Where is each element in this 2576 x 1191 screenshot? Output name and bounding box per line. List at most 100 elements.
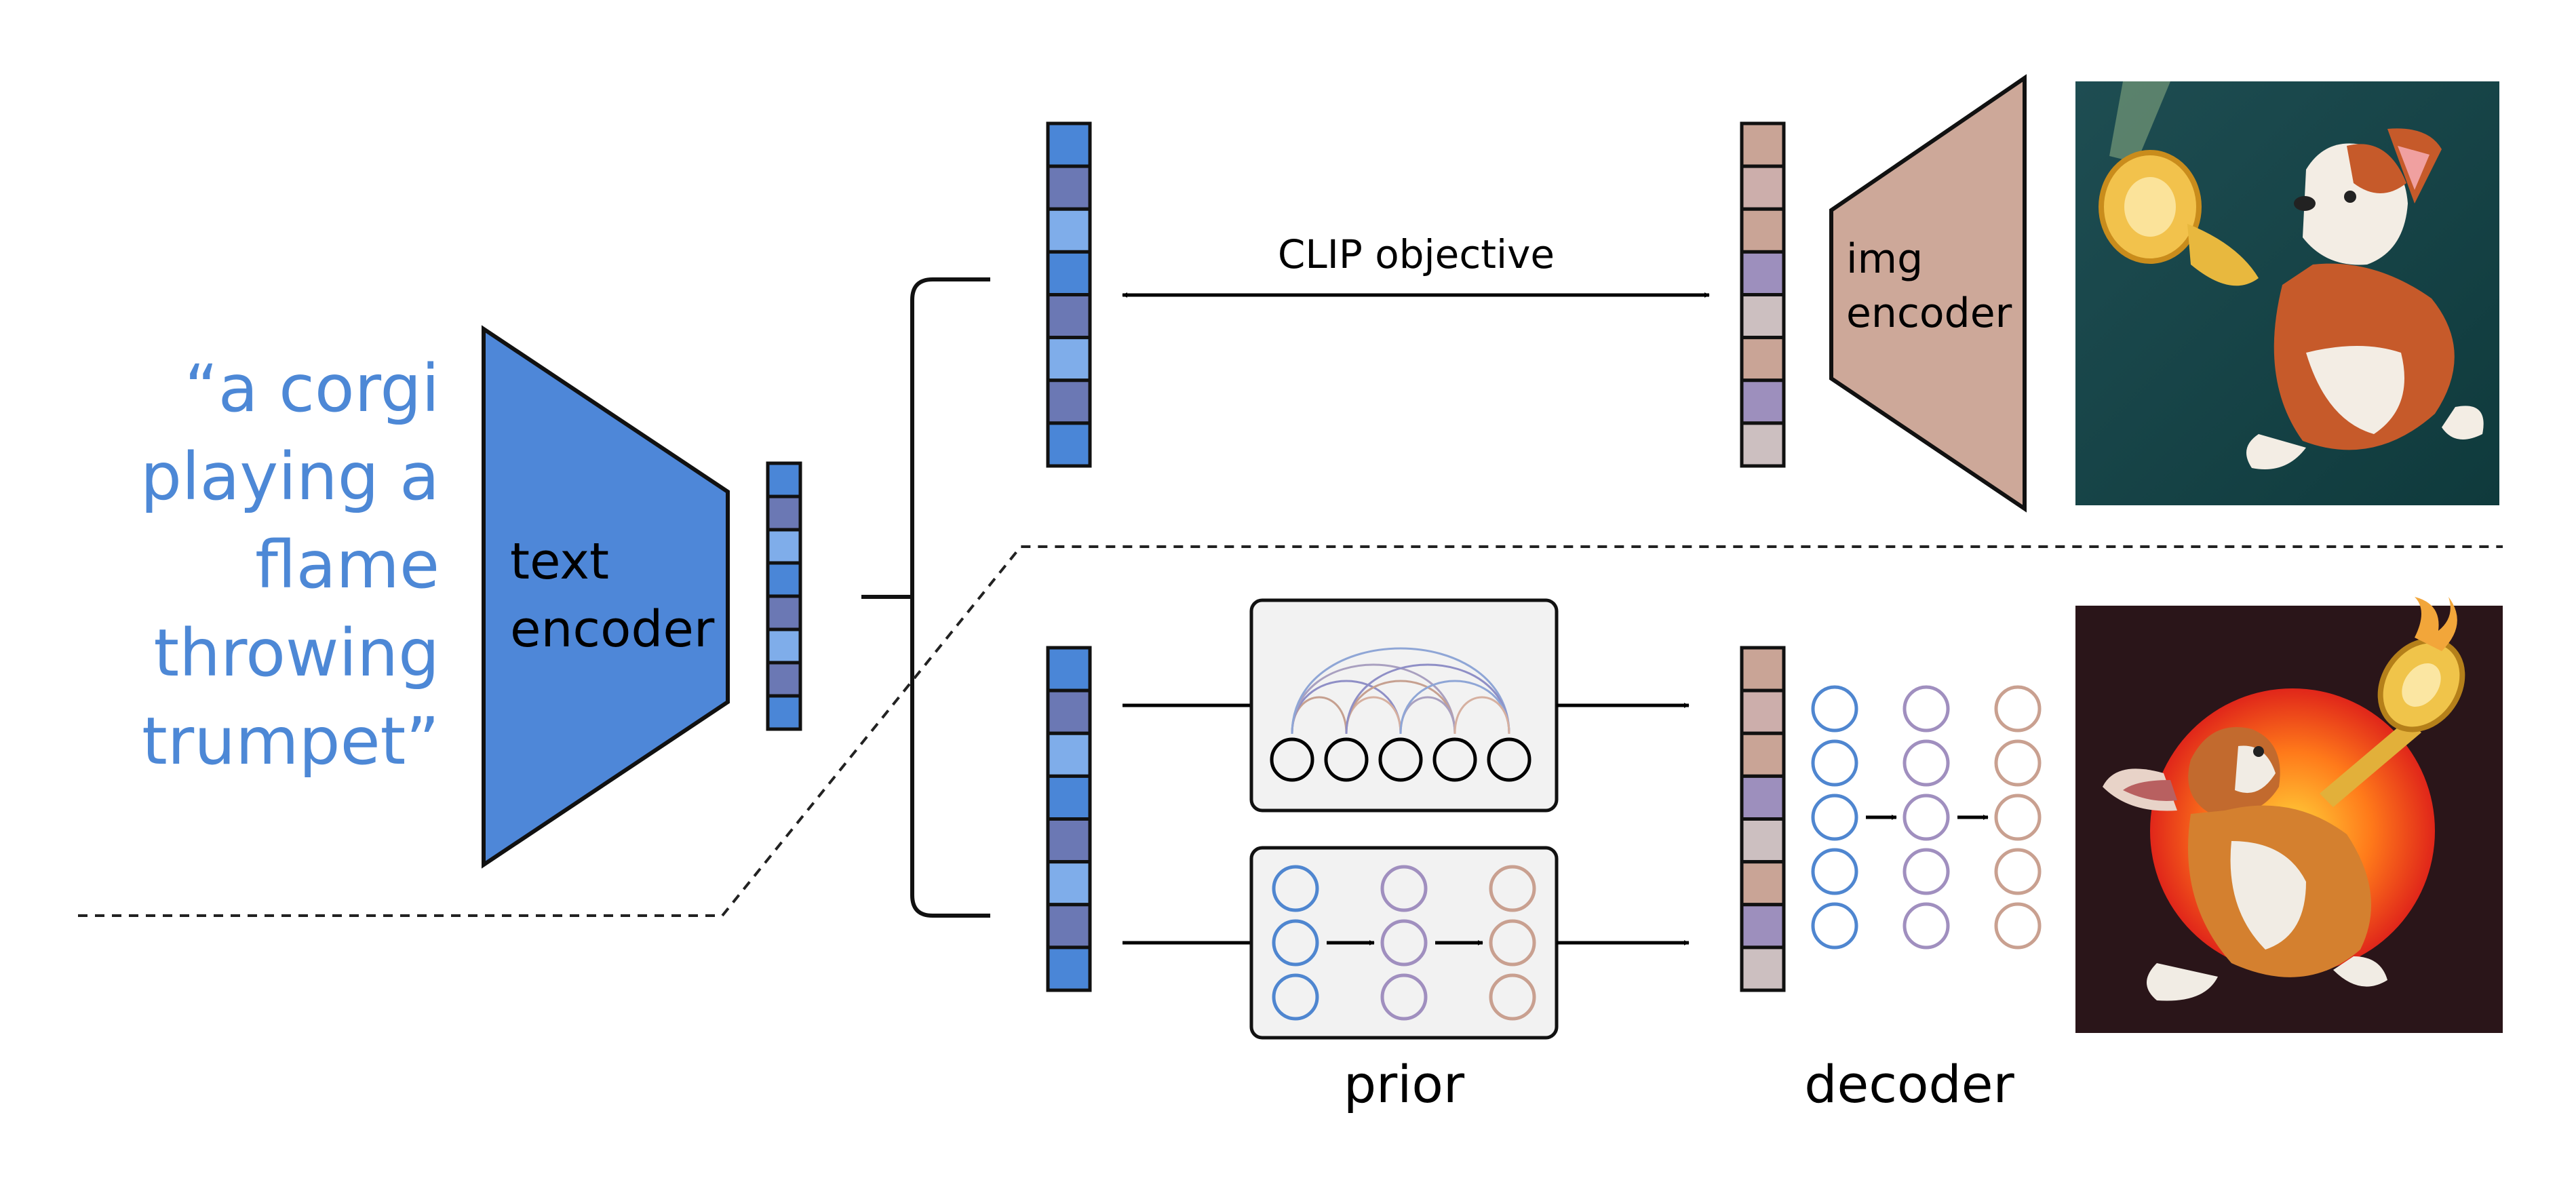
attention-arc [1453, 696, 1510, 735]
embedding-cell [766, 694, 802, 731]
embedding-cell [766, 494, 802, 532]
diffusion-prior-box [1249, 846, 1559, 1040]
attention-arc [1291, 647, 1510, 735]
generated-image-corgi [2075, 597, 2503, 1033]
diffusion-node [1902, 902, 1950, 950]
embedding-cell [1046, 164, 1092, 211]
clip-objective-label: CLIP objective [1278, 231, 1555, 277]
embedding-cell [1740, 250, 1786, 296]
diffusion-node [1380, 973, 1428, 1021]
input-image-corgi [2075, 81, 2499, 505]
diffusion-node [1994, 794, 2042, 841]
embedding-cell [1740, 817, 1786, 864]
token-node [1487, 737, 1531, 782]
embedding-cell [1740, 421, 1786, 468]
autoregressive-tokens [1270, 737, 1531, 782]
embedding-cell [1046, 336, 1092, 383]
embedding-cell [766, 661, 802, 698]
embedding-cell [1046, 646, 1092, 692]
image-encoder-label-line-1: img [1846, 235, 1923, 283]
embedding-cell [1046, 945, 1092, 992]
diffusion-node [1489, 919, 1536, 967]
embedding-cell [1740, 774, 1786, 821]
clip-text-embedding [1046, 121, 1092, 468]
attention-arc [1291, 663, 1456, 735]
embedding-cell [1046, 378, 1092, 425]
token-node [1324, 737, 1369, 782]
embedding-cell [1046, 250, 1092, 296]
prior-input-text-embedding [1046, 646, 1092, 992]
diffusion-node [1489, 973, 1536, 1021]
embedding-cell [766, 594, 802, 631]
text-encoder-block [482, 325, 730, 869]
embedding-cell [1740, 731, 1786, 778]
embedding-cell [1740, 688, 1786, 735]
caption-line-4: throwing [153, 615, 440, 691]
autoregressive-prior-box [1249, 598, 1559, 813]
diffusion-node [1811, 685, 1858, 733]
embedding-cell [1046, 774, 1092, 821]
embedding-cell [766, 627, 802, 665]
embedding-cell [1046, 421, 1092, 468]
diffusion-node [1272, 919, 1319, 967]
diffusion-node [1994, 848, 2042, 895]
diffusion-node [1272, 865, 1319, 912]
diffusion-node [1380, 865, 1428, 912]
embedding-cell [1740, 293, 1786, 340]
embedding-cell [1046, 731, 1092, 778]
embedding-cell [1740, 860, 1786, 907]
embedding-cell [1046, 121, 1092, 168]
embedding-cell [1740, 903, 1786, 950]
caption-text: “a corgi playing a flame throwing trumpe… [140, 351, 440, 779]
embedding-cell [766, 528, 802, 565]
caption-line-1: “a corgi [184, 351, 440, 427]
embedding-cell [1046, 688, 1092, 735]
diffusion-node [1994, 685, 2042, 733]
diffusion-node [1811, 902, 1858, 950]
diffusion-node [1902, 685, 1950, 733]
embedding-cell [1740, 378, 1786, 425]
diffusion-node [1994, 739, 2042, 787]
embedding-cell [1740, 164, 1786, 211]
diffusion-node [1811, 739, 1858, 787]
attention-arc [1345, 663, 1510, 735]
embedding-cell [1740, 945, 1786, 992]
diffusion-node [1811, 848, 1858, 895]
embedding-cell [1740, 646, 1786, 692]
token-node [1378, 737, 1423, 782]
text-encoder-label: text encoder [510, 532, 715, 659]
decoder-grid [1811, 685, 2042, 950]
decoder-label: decoder [1804, 1054, 2014, 1114]
embedding-cell [1740, 207, 1786, 254]
embedding-cell [1046, 860, 1092, 907]
embedding-cell [1046, 293, 1092, 340]
prior-label: prior [1344, 1054, 1465, 1114]
diffusion-node [1902, 739, 1950, 787]
diffusion-node [1380, 919, 1428, 967]
decoder-input-image-embedding [1740, 646, 1786, 992]
image-encoder-block [1829, 74, 2027, 513]
embedding-cell [1046, 817, 1092, 864]
embedding-cell [1046, 903, 1092, 950]
embedding-cell [1740, 336, 1786, 383]
autoregressive-arcs [1291, 647, 1510, 735]
token-node [1432, 737, 1477, 782]
text-encoder-label-line-1: text [510, 532, 609, 591]
diffusion-node [1811, 794, 1858, 841]
dashed-separator [78, 545, 2503, 917]
text-encoder-label-line-2: encoder [510, 600, 715, 659]
token-node [1270, 737, 1314, 782]
diffusion-node [1902, 848, 1950, 895]
diffusion-node [1994, 902, 2042, 950]
image-encoder-label-line-2: encoder [1846, 290, 2012, 337]
caption-line-2: playing a [140, 439, 440, 515]
image-encoder-label: img encoder [1846, 235, 2012, 337]
diffusion-node [1272, 973, 1319, 1021]
caption-line-5: trumpet” [142, 703, 440, 779]
diffusion-node [1489, 865, 1536, 912]
clip-image-embedding [1740, 121, 1786, 468]
embedding-cell [1046, 207, 1092, 254]
embedding-cell [766, 461, 802, 499]
